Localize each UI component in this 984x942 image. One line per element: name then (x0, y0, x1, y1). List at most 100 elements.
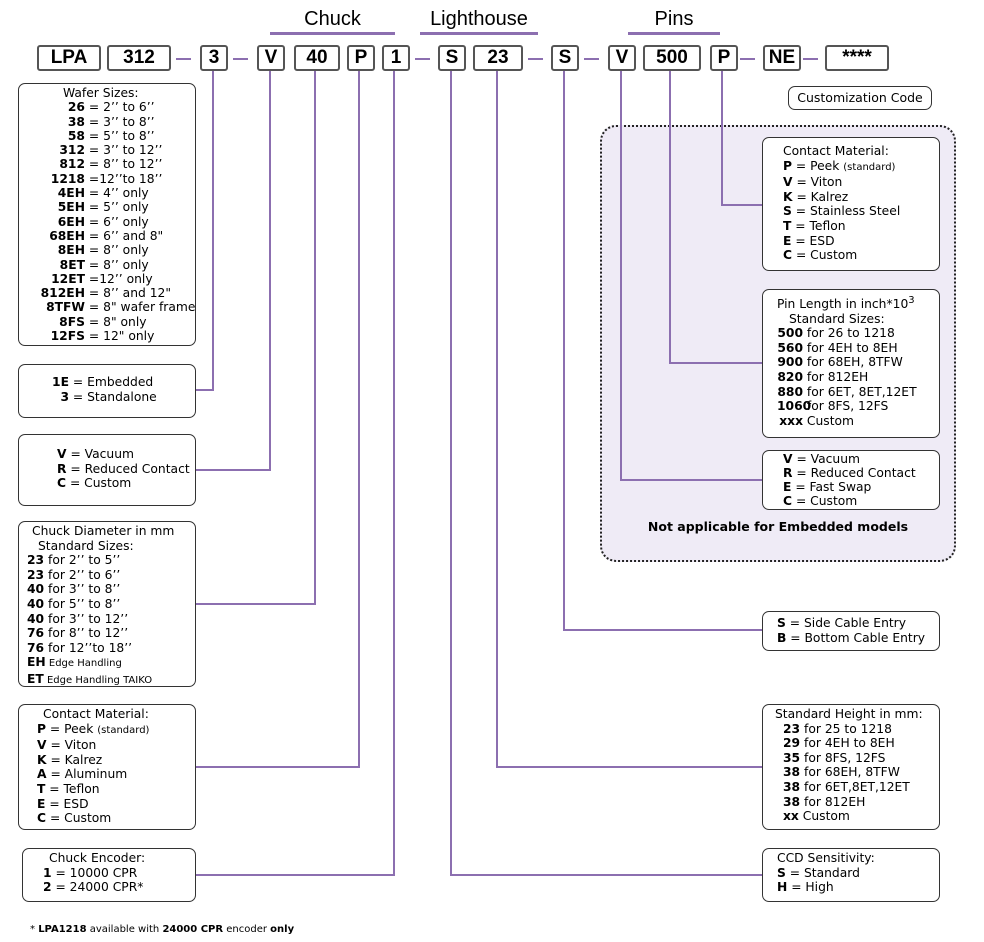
option-description: for 8’’ to 12’’ (44, 626, 129, 641)
option-description: for 3’’ to 8’’ (44, 582, 121, 597)
option-row: 4EH = 4’’ only (27, 186, 187, 200)
option-row: 2 = 24000 CPR* (43, 880, 187, 895)
option-code: 29 (783, 736, 801, 751)
code-wafer: 312 (107, 45, 171, 71)
option-description: for 2’’ to 5’’ (44, 553, 121, 568)
code-ccd: S (438, 45, 466, 71)
option-row: V = Viton (783, 175, 931, 190)
chuck-diameter-list: 23 for 2’’ to 5’’23 for 2’’ to 6’’40 for… (27, 553, 187, 688)
option-description: = ESD (791, 233, 835, 248)
chuck-contact-material-title: Contact Material: (43, 707, 149, 721)
option-row: 312 = 3’’ to 12’’ (27, 143, 187, 157)
option-row: 29 for 4EH to 8EH (783, 736, 931, 751)
option-description: for 5’’ to 8’’ (44, 596, 121, 611)
option-row: 23 for 25 to 1218 (783, 722, 931, 737)
option-description: = 6’’ and 8" (85, 228, 164, 243)
option-description: Edge Handling TAIKO (43, 674, 153, 686)
option-row: 40 for 3’’ to 8’’ (27, 582, 187, 597)
code-cable: S (551, 45, 579, 71)
option-description: = Side Cable Entry (785, 616, 907, 630)
option-description: = Kalrez (46, 752, 103, 767)
option-code: 40 (27, 611, 45, 626)
option-row: xx Custom (783, 809, 931, 824)
wafer-sizes-list: 26 = 2’’ to 6’’38 = 3’’ to 8’’58 = 5’’ t… (27, 100, 196, 343)
option-code: R (783, 466, 793, 480)
option-description: for 6ET, 8ET,12ET (803, 384, 917, 399)
option-description: = Viton (46, 738, 97, 753)
option-code: S (777, 865, 786, 880)
option-description: for 8FS, 12FS (803, 399, 889, 414)
option-row: E = ESD (37, 797, 187, 812)
code-lpa: LPA (37, 45, 101, 71)
connector-line (196, 70, 271, 471)
dash (584, 58, 599, 60)
customization-code-label: Customization Code (797, 90, 923, 105)
option-code: B (777, 630, 787, 645)
connector-line (196, 70, 316, 605)
option-description: = Standard (785, 865, 860, 880)
chuck-diameter-box: Chuck Diameter in mm Standard Sizes: 23 … (18, 521, 196, 687)
option-code: 1E (52, 375, 69, 389)
option-description: for 26 to 1218 (803, 326, 895, 341)
code-diameter: 40 (294, 45, 340, 71)
option-row: 900 for 68EH, 8TFW (777, 355, 931, 370)
option-code: ET (27, 671, 44, 686)
option-code: 23 (27, 567, 45, 582)
option-description: for 3’’ to 12’’ (44, 611, 129, 626)
option-row: 40 for 3’’ to 12’’ (27, 612, 187, 627)
option-description: = Reduced Contact (66, 461, 190, 476)
code-encoder: 1 (382, 45, 410, 71)
option-code: 880 (777, 384, 803, 399)
option-row: 5EH = 5’’ only (27, 200, 187, 214)
connector-line (196, 70, 395, 876)
option-row: 812 = 8’’ to 12’’ (27, 157, 187, 171)
option-row: 500 for 26 to 1218 (777, 326, 931, 341)
option-description: for 812EH (800, 794, 866, 809)
dash (740, 58, 755, 60)
code-contact: P (347, 45, 375, 71)
connector-line (721, 70, 762, 206)
option-code: P (37, 721, 47, 736)
option-description: = 8" only (85, 314, 147, 329)
option-note: (standard) (843, 161, 896, 173)
customization-code-box: Customization Code (788, 86, 932, 110)
connector-line (563, 70, 762, 631)
option-row: 12FS = 12" only (27, 329, 187, 343)
option-description: Custom (803, 413, 855, 428)
option-row: 23 for 2’’ to 6’’ (27, 568, 187, 583)
option-code: 58 (67, 128, 85, 143)
option-code: 4EH (57, 186, 85, 201)
option-code: 812 (59, 157, 85, 172)
option-description: for 68EH, 8TFW (803, 355, 903, 370)
ccd-sensitivity-title: CCD Sensitivity: (777, 851, 875, 865)
option-code: 560 (777, 340, 803, 355)
option-code: T (783, 218, 792, 233)
option-description: = Teflon (791, 218, 846, 233)
option-description: = Reduced Contact (792, 466, 916, 480)
pin-contact-material-title: Contact Material: (783, 144, 889, 158)
option-code: P (783, 158, 793, 173)
option-row: E = Fast Swap (783, 480, 931, 494)
footnote-text: encoder (223, 924, 271, 935)
code-vacuum: V (257, 45, 285, 71)
option-code: 12FS (50, 329, 85, 344)
option-row: 1 = 10000 CPR (43, 866, 187, 881)
option-description: = 8’’ to 12’’ (85, 157, 163, 172)
option-code: 76 (27, 626, 45, 641)
option-row: 26 = 2’’ to 6’’ (27, 100, 187, 114)
option-code: 23 (783, 721, 801, 736)
chuck-diameter-title: Chuck Diameter in mm (32, 524, 175, 538)
option-code: C (57, 476, 67, 491)
footnote-encoder: 24000 CPR (162, 924, 224, 935)
option-code: 820 (777, 370, 803, 385)
option-description: = Teflon (45, 781, 100, 796)
dash (176, 58, 191, 60)
option-description: = Vacuum (792, 452, 860, 466)
option-row: S = Side Cable Entry (777, 616, 931, 631)
